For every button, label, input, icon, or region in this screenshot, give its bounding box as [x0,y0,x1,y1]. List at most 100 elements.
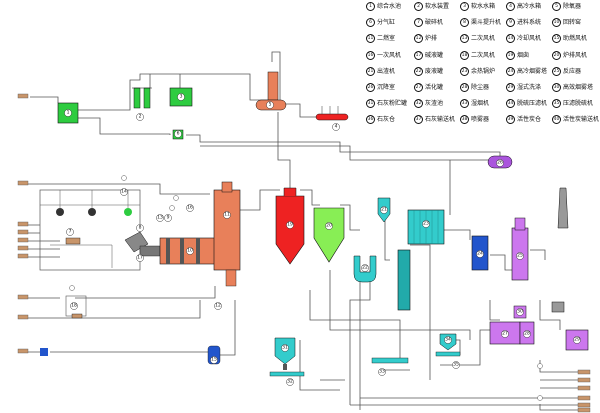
tag-8-text: 8 [139,225,142,231]
tag-16: 16 [186,204,194,212]
outlet-arrows [577,369,591,413]
legend-number: 19 [506,50,515,60]
legend-number: 30 [552,83,561,92]
tag-11-text: 11 [224,212,230,218]
legend-number: 14 [506,34,515,44]
legend-number: 12 [414,34,423,44]
legend-number: 7 [414,18,423,28]
legend-label: 除尘器 [471,84,490,91]
valve-icon [169,205,175,211]
equipment-37-lime-conveyor [371,357,409,364]
legend-label: 高冷水箱 [517,3,542,10]
legend-label: 软水水箱 [471,3,496,10]
legend-label: 炉排 [425,35,438,43]
legend-number: 35 [552,99,561,109]
equipment-9-feeding-system [124,231,161,257]
tag-32: 32 [286,378,294,386]
inlet-arrow [17,93,29,99]
equipment-6-steam-header [315,106,349,121]
inlet-arrow [17,253,29,259]
tag-12: 12 [214,302,222,310]
legend-label: 活性炭输送机 [563,116,600,124]
inlet-arrow [17,348,29,354]
equipment-19-chimney [557,187,569,229]
tag-15-text: 15 [211,357,217,363]
legend-number: 16 [366,50,375,60]
tag-31: 31 [281,344,289,352]
equipment-2-softener [132,87,152,109]
legend-label: 湿式洗涤 [517,84,542,91]
legend-label: 高冷烟雾塔 [517,67,548,75]
equipment-tall-column [397,249,411,311]
tag-25-text: 25 [517,253,523,259]
legend-number: 34 [506,99,515,109]
legend-number: 2 [414,2,423,11]
legend-number: 23 [460,66,469,76]
tag-35-text: 35 [453,362,459,368]
legend-number: 4 [506,2,515,11]
legend-number: 28 [460,83,469,92]
legend-number: 20 [552,50,561,60]
legend-label: 湿烟机 [471,100,490,108]
equipment-tags: 1 2 3 4 5 6 7 8 9 10 11 12 13 14 15 16 1… [64,93,581,386]
valve-icon [69,285,75,291]
tag-23: 23 [422,220,430,228]
tag-16-text: 16 [187,205,193,211]
tag-22: 22 [361,264,369,272]
equipment-24-quench-tower [313,207,345,263]
tag-31-text: 31 [282,345,288,351]
legend-label: 一次风机 [377,51,402,59]
legend-label: 炉排风机 [563,51,588,59]
legend-number: 3 [460,2,469,11]
legend-label: 石灰输送机 [425,116,456,124]
inlet-arrow [17,237,29,243]
tag-30: 30 [516,308,524,316]
equipment-11-secondary-combustion [213,181,241,287]
legend-number: 8 [460,18,469,28]
tag-14: 14 [120,188,128,196]
tag-10-text: 10 [187,248,193,254]
legend-label: 碱液罐 [425,51,444,59]
inlet-arrow [17,180,29,186]
inlet-arrow [17,221,29,227]
tag-29: 29 [573,336,581,344]
legend-number: 5 [552,2,561,11]
tag-9: 9 [164,214,172,222]
legend-number: 39 [506,115,515,125]
legend-number: 24 [506,66,515,76]
tag-23-text: 23 [423,221,429,227]
legend-number: 9 [506,18,515,28]
legend-label: 废液罐 [425,67,444,75]
tag-6: 6 [174,130,182,138]
legend-number: 26 [366,83,375,92]
equipment-23-waste-heat-boiler [275,187,305,265]
legend-label: 破碎机 [425,19,444,27]
valve-icon [537,363,543,369]
legend-label: 压滤脱硫机 [563,100,594,108]
tag-34: 34 [444,336,452,344]
equipment-39-activated-carbon-silo [269,337,305,377]
legend-number: 29 [506,83,515,92]
legend-label: 二次风机 [471,51,496,59]
legend-label: 冷却风机 [517,35,542,43]
tag-13-text: 13 [157,215,163,221]
tag-10: 10 [186,247,194,255]
